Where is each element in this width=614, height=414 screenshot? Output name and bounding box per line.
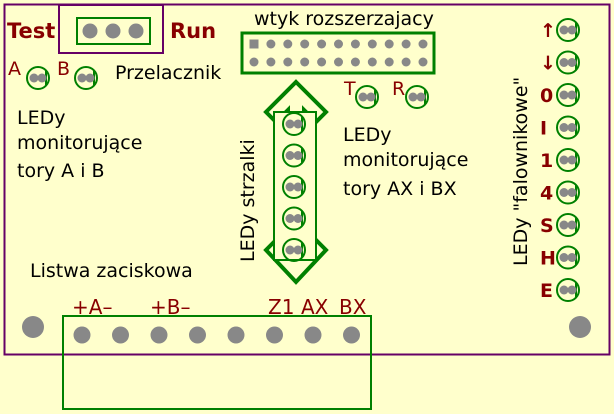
led-b-label: B: [57, 58, 70, 80]
header-pin: [300, 39, 310, 49]
leds-ab-group: A B LEDy monitorujące tory A i B: [8, 58, 142, 182]
terminal-block-caption: Listwa zaciskowa: [30, 260, 193, 282]
switch-right-label: Run: [170, 19, 216, 43]
inverter-led: [556, 115, 580, 140]
led-a-label: A: [8, 58, 21, 80]
header-pin: [367, 57, 377, 67]
switch-pin: [128, 23, 144, 39]
header-pin: [249, 57, 259, 67]
inverter-led-label: 0: [540, 85, 553, 107]
leds-ab-caption-2: monitorujące: [17, 132, 142, 154]
expansion-header-group: wtyk rozszerzajacy: [240, 8, 436, 75]
inverter-led-label: 4: [540, 183, 553, 205]
inverter-led-label: 1: [540, 150, 553, 172]
header-pin: [350, 57, 360, 67]
arrow-leds-caption: LEDy strzalki: [237, 139, 259, 262]
terminal-block-body: [62, 315, 372, 410]
arrow-led: [282, 143, 306, 168]
terminal-pin: [304, 326, 322, 344]
header-pin: [384, 57, 394, 67]
inverter-led-label: I: [540, 118, 547, 140]
inverter-led: [556, 50, 580, 75]
header-pin: [367, 39, 377, 49]
terminal-pin: [189, 326, 206, 344]
switch-pin: [105, 23, 121, 39]
board-outline: [3, 3, 611, 356]
terminal-pin: [343, 326, 360, 344]
arrow-led: [282, 112, 306, 136]
inverter-led-label: ↓: [540, 53, 556, 75]
inverter-led: [556, 278, 580, 302]
header-pin: [401, 39, 411, 49]
led-r-label: R: [392, 78, 405, 100]
arrow-led: [282, 175, 306, 199]
arrow-leds-group: LEDy strzalki: [237, 79, 329, 285]
led-r: [405, 85, 429, 109]
header-pin: [334, 57, 343, 67]
terminal-pin: [112, 326, 129, 344]
switch-caption: Przelacznik: [115, 62, 221, 84]
inverter-led: [556, 148, 580, 172]
inverter-led-label: S: [540, 215, 554, 237]
header-pin: [384, 39, 394, 49]
switch-pin: [82, 23, 98, 39]
terminal-pin: [73, 326, 91, 344]
leds-ab-caption-1: LEDy: [17, 107, 65, 129]
switch-body: [76, 17, 151, 45]
header-pin-1: [249, 39, 259, 49]
terminal-pin: [227, 326, 245, 344]
terminal-block-group: Listwa zaciskowa +A– +B– Z1 AX BX: [30, 260, 372, 410]
header-pin: [317, 57, 327, 67]
mounting-hole-right: [569, 316, 591, 338]
arrow-led: [282, 238, 306, 262]
inverter-led: [556, 213, 580, 237]
led-b: [74, 66, 98, 90]
inverter-led: [556, 18, 580, 42]
leds-ab-caption-3: tory A i B: [17, 160, 105, 182]
switch-outline: [58, 4, 164, 54]
inverter-led-label: ↑: [540, 20, 556, 42]
header-pin: [283, 57, 293, 67]
header-pin: [334, 39, 343, 49]
terminal-pin: [266, 326, 283, 344]
header-pin: [300, 57, 310, 67]
led-t: [355, 85, 379, 109]
terminal-pin: [150, 326, 168, 344]
leds-tr-caption-1: LEDy: [343, 124, 391, 146]
inverter-led: [556, 180, 580, 205]
header-pin: [266, 57, 276, 67]
header-pin: [317, 39, 327, 49]
inverter-led-label: E: [540, 280, 553, 302]
led-a: [26, 66, 50, 90]
header-pin: [350, 39, 360, 49]
header-pin: [401, 57, 411, 67]
expansion-header-body: [240, 31, 436, 75]
expansion-header-title: wtyk rozszerzajacy: [254, 8, 434, 30]
mounting-hole-left: [22, 316, 44, 338]
inverter-leds-caption: LEDy "falownikowe": [510, 77, 532, 266]
header-pin: [266, 39, 276, 49]
inverter-led-label: H: [540, 248, 556, 270]
switch-left-label: Test: [7, 19, 55, 43]
leds-tr-caption-2: monitorujące: [343, 149, 468, 171]
inverter-led: [556, 83, 580, 107]
header-pin: [283, 39, 293, 49]
leds-tr-group: T R LEDy monitorujące tory AX i BX: [343, 78, 468, 200]
leds-tr-caption-3: tory AX i BX: [343, 178, 457, 200]
header-pin: [418, 39, 428, 49]
switch-group: Test Run Przelacznik: [7, 4, 221, 84]
arrow-led: [282, 206, 306, 231]
inverter-led: [556, 245, 580, 270]
header-pin: [418, 57, 428, 67]
led-t-label: T: [343, 78, 356, 100]
